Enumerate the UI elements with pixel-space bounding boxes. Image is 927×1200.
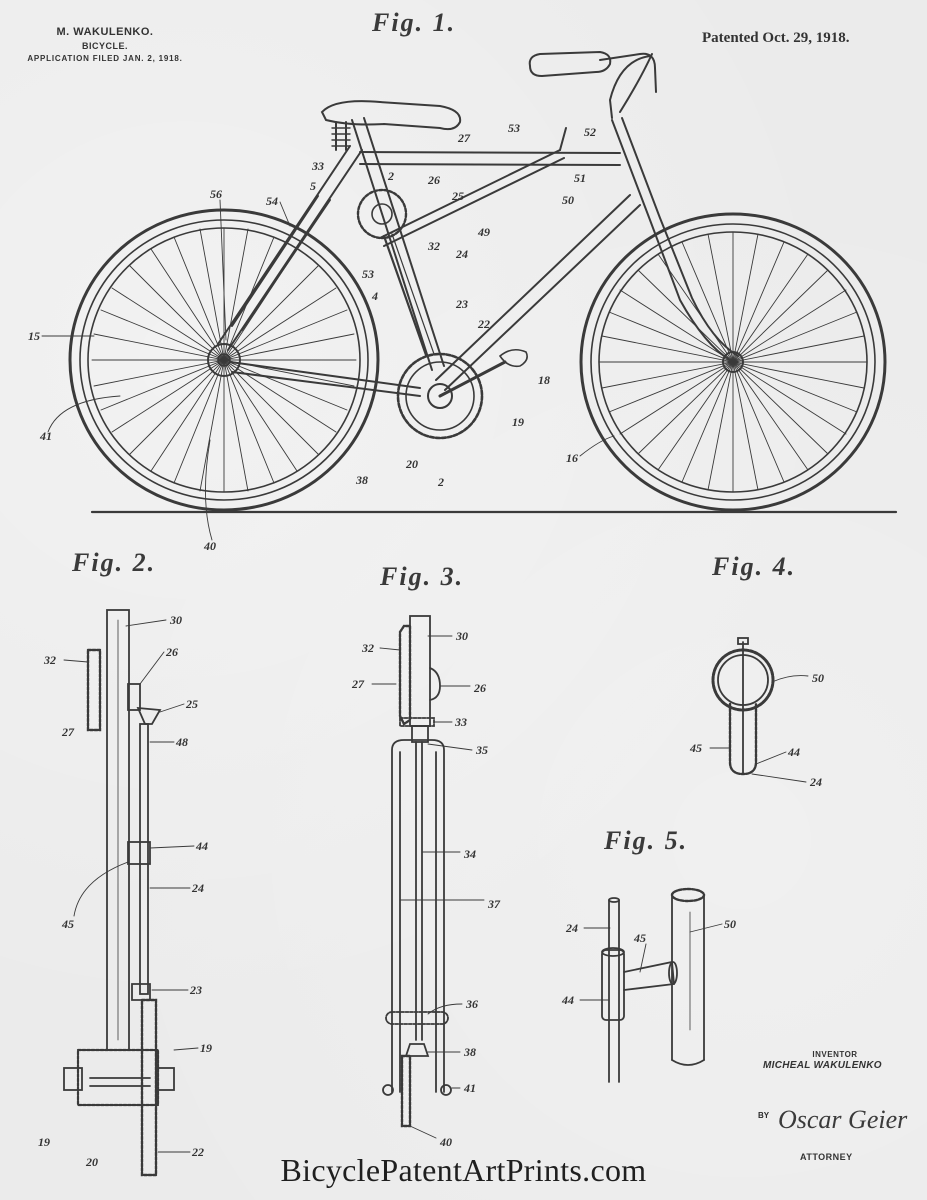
svg-text:41: 41 bbox=[463, 1081, 476, 1095]
svg-text:45: 45 bbox=[633, 931, 646, 945]
svg-text:44: 44 bbox=[195, 839, 208, 853]
svg-text:26: 26 bbox=[473, 681, 486, 695]
svg-text:15: 15 bbox=[28, 329, 40, 343]
inventor-block: INVENTOR MICHEAL WAKULENKO bbox=[760, 1050, 910, 1071]
svg-text:22: 22 bbox=[477, 317, 490, 331]
frame-drawing bbox=[217, 50, 739, 397]
svg-text:53: 53 bbox=[508, 121, 520, 135]
svg-text:24: 24 bbox=[455, 247, 468, 261]
svg-text:27: 27 bbox=[351, 677, 365, 691]
attorney-signature-row: BY Oscar Geier bbox=[758, 1105, 918, 1145]
application-filed-date: APPLICATION FILED JAN. 2, 1918. bbox=[27, 54, 183, 63]
website-watermark: BicyclePatentArtPrints.com bbox=[280, 1152, 647, 1188]
inventor-name: MICHEAL WAKULENKO bbox=[763, 1060, 882, 1071]
svg-text:32: 32 bbox=[427, 239, 440, 253]
svg-text:30: 30 bbox=[169, 613, 182, 627]
saddle-drawing bbox=[320, 100, 462, 151]
by-label: BY bbox=[758, 1111, 770, 1120]
svg-text:44: 44 bbox=[561, 993, 574, 1007]
front-wheel-drawing bbox=[579, 212, 887, 512]
svg-text:45: 45 bbox=[61, 917, 74, 931]
fig2-reference-numerals: 30 32 26 25 27 48 44 45 24 23 19 19 20 2… bbox=[38, 613, 212, 1169]
svg-text:25: 25 bbox=[185, 697, 198, 711]
svg-text:20: 20 bbox=[405, 457, 418, 471]
svg-text:48: 48 bbox=[175, 735, 188, 749]
svg-text:30: 30 bbox=[455, 629, 468, 643]
svg-text:27: 27 bbox=[61, 725, 75, 739]
svg-text:16: 16 bbox=[566, 451, 578, 465]
svg-text:19: 19 bbox=[512, 415, 524, 429]
fig2-drive-assembly-drawing: 30 32 26 25 27 48 44 45 24 23 19 19 20 2… bbox=[38, 609, 212, 1177]
fig5-label: Fig. 5. bbox=[604, 826, 689, 855]
svg-text:24: 24 bbox=[191, 881, 204, 895]
svg-text:33: 33 bbox=[311, 159, 324, 173]
svg-text:45: 45 bbox=[689, 741, 702, 755]
svg-text:24: 24 bbox=[809, 775, 822, 789]
fig4-reference-numerals: 50 45 44 24 bbox=[689, 671, 824, 789]
fig4-label: Fig. 4. bbox=[712, 552, 797, 581]
attorney-signature: Oscar Geier bbox=[778, 1105, 908, 1134]
fig3-label: Fig. 3. bbox=[380, 562, 465, 591]
svg-text:19: 19 bbox=[38, 1135, 50, 1149]
svg-text:26: 26 bbox=[165, 645, 178, 659]
svg-text:51: 51 bbox=[574, 171, 586, 185]
svg-text:18: 18 bbox=[538, 373, 550, 387]
fig2-label: Fig. 2. bbox=[72, 548, 157, 577]
svg-text:26: 26 bbox=[427, 173, 440, 187]
svg-text:36: 36 bbox=[465, 997, 478, 1011]
svg-text:54: 54 bbox=[266, 194, 278, 208]
fig3-rear-assembly-drawing: 30 32 27 26 33 35 34 37 36 38 41 40 bbox=[351, 615, 501, 1149]
svg-text:32: 32 bbox=[361, 641, 374, 655]
fig1-bicycle-drawing: 53 52 51 50 49 25 26 27 33 5 2 54 56 32 … bbox=[28, 50, 898, 553]
svg-text:38: 38 bbox=[355, 473, 368, 487]
fig3-reference-numerals: 30 32 27 26 33 35 34 37 36 38 41 40 bbox=[351, 629, 501, 1149]
patent-header-block: M. WAKULENKO. BICYCLE. APPLICATION FILED… bbox=[0, 26, 210, 63]
patented-date: Patented Oct. 29, 1918. bbox=[702, 30, 850, 46]
inventor-header: M. WAKULENKO. bbox=[56, 26, 154, 38]
svg-text:19: 19 bbox=[200, 1041, 212, 1055]
svg-text:24: 24 bbox=[565, 921, 578, 935]
svg-text:35: 35 bbox=[475, 743, 488, 757]
inventor-label: INVENTOR bbox=[812, 1050, 858, 1059]
svg-text:4: 4 bbox=[371, 289, 378, 303]
svg-text:2: 2 bbox=[437, 475, 444, 489]
svg-text:50: 50 bbox=[562, 193, 574, 207]
svg-text:32: 32 bbox=[43, 653, 56, 667]
svg-text:23: 23 bbox=[189, 983, 202, 997]
svg-text:27: 27 bbox=[457, 131, 471, 145]
svg-text:41: 41 bbox=[39, 429, 52, 443]
fig5-perspective-drawing: 24 45 50 44 bbox=[561, 887, 736, 1083]
attorney-label: ATTORNEY bbox=[800, 1152, 853, 1162]
svg-text:23: 23 bbox=[455, 297, 468, 311]
fig1-label: Fig. 1. bbox=[372, 8, 457, 37]
svg-text:33: 33 bbox=[454, 715, 467, 729]
svg-text:40: 40 bbox=[203, 539, 216, 553]
svg-text:56: 56 bbox=[210, 187, 222, 201]
upper-sprocket-drawing bbox=[356, 188, 408, 240]
rear-wheel-drawing bbox=[68, 208, 380, 512]
fig4-cross-section-drawing: 50 45 44 24 bbox=[689, 637, 824, 789]
svg-text:37: 37 bbox=[487, 897, 501, 911]
svg-text:2: 2 bbox=[387, 169, 394, 183]
svg-text:53: 53 bbox=[362, 267, 374, 281]
svg-text:25: 25 bbox=[451, 189, 464, 203]
svg-text:49: 49 bbox=[477, 225, 490, 239]
svg-text:52: 52 bbox=[584, 125, 596, 139]
svg-text:20: 20 bbox=[85, 1155, 98, 1169]
svg-text:22: 22 bbox=[191, 1145, 204, 1159]
svg-text:38: 38 bbox=[463, 1045, 476, 1059]
fig1-leader-lines bbox=[41, 199, 615, 541]
svg-text:50: 50 bbox=[724, 917, 736, 931]
invention-title: BICYCLE. bbox=[81, 41, 128, 51]
chainring-drawing bbox=[396, 348, 528, 440]
fig1-reference-numerals: 53 52 51 50 49 25 26 27 33 5 2 54 56 32 … bbox=[28, 121, 596, 553]
svg-text:50: 50 bbox=[812, 671, 824, 685]
svg-text:44: 44 bbox=[787, 745, 800, 759]
svg-text:34: 34 bbox=[463, 847, 476, 861]
svg-text:5: 5 bbox=[310, 179, 316, 193]
svg-text:40: 40 bbox=[439, 1135, 452, 1149]
fig5-reference-numerals: 24 45 50 44 bbox=[561, 917, 736, 1007]
